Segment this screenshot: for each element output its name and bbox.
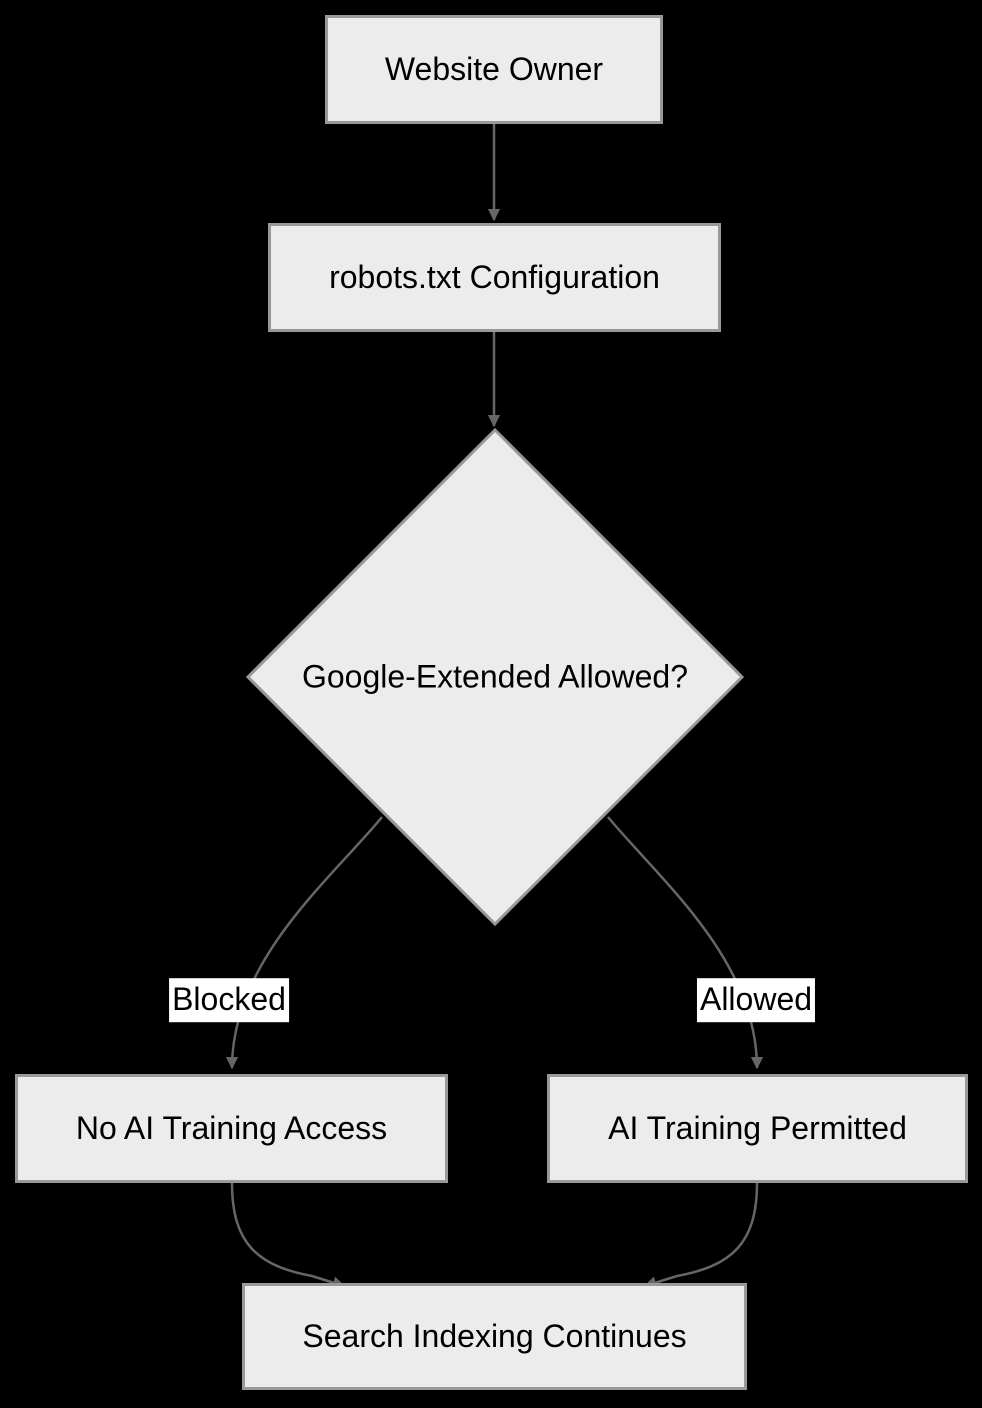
edge-label-blocked: Blocked bbox=[169, 978, 289, 1022]
decision-diamond-shape bbox=[245, 427, 745, 927]
node-robots-config: robots.txt Configuration bbox=[268, 223, 721, 332]
node-website-owner-label: Website Owner bbox=[384, 51, 604, 88]
edge-decision-blocked bbox=[225, 816, 383, 1070]
edge-blocked-to-search bbox=[230, 1182, 346, 1289]
node-no-ai-training: No AI Training Access bbox=[15, 1074, 448, 1183]
node-search-indexing-label: Search Indexing Continues bbox=[302, 1318, 687, 1355]
node-ai-training-permitted: AI Training Permitted bbox=[547, 1074, 968, 1183]
node-search-indexing: Search Indexing Continues bbox=[242, 1283, 747, 1390]
node-decision-label: Google-Extended Allowed? bbox=[301, 658, 689, 695]
edge-decision-allowed bbox=[607, 816, 764, 1070]
node-robots-config-label: robots.txt Configuration bbox=[329, 259, 660, 296]
node-website-owner: Website Owner bbox=[325, 15, 663, 124]
edge-allowed-to-search bbox=[643, 1182, 759, 1289]
node-no-ai-training-label: No AI Training Access bbox=[75, 1110, 388, 1147]
edge-label-allowed: Allowed bbox=[696, 978, 816, 1022]
node-ai-training-permitted-label: AI Training Permitted bbox=[608, 1110, 907, 1147]
